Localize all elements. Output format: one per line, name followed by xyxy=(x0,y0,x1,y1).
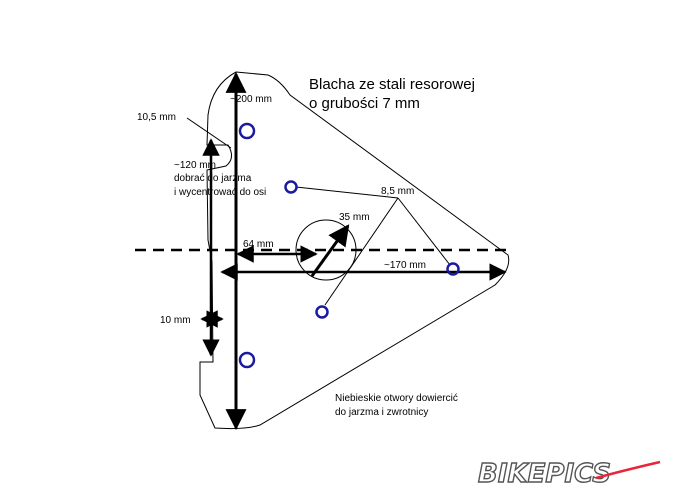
label-height-200: ~200 mm xyxy=(230,94,272,105)
label-dim-10: 10 mm xyxy=(160,315,191,326)
label-fit-note-1: dobrać do jarzma xyxy=(174,173,252,184)
label-dim-170: ~170 mm xyxy=(384,260,426,271)
title-line-1: Blacha ze stali resorowej xyxy=(309,76,475,93)
leader-hole-top xyxy=(295,186,399,199)
leader-notch xyxy=(186,117,232,149)
radius-35-arrow xyxy=(310,224,350,277)
hole-bottom-icon xyxy=(238,351,256,369)
title-line-2: o grubości 7 mm xyxy=(309,95,420,112)
label-hole-8-5: 8,5 mm xyxy=(381,186,414,197)
leader-hole-bottom xyxy=(324,197,399,306)
leader-hole-right xyxy=(397,197,451,266)
label-dim-64: 64 mm xyxy=(243,239,274,250)
hole-lower-middle-icon xyxy=(315,305,329,319)
hole-upper-middle-icon xyxy=(284,180,298,194)
hole-right-icon xyxy=(446,262,460,276)
label-holes-note-1: Niebieskie otwory dowiercić xyxy=(335,393,458,404)
label-holes-note-2: do jarzma i zwrotnicy xyxy=(335,407,428,418)
label-radius-35: 35 mm xyxy=(339,212,370,223)
bikepics-logo: BIKEPICS xyxy=(477,458,661,490)
bikepics-logo-text: BIKEPICS xyxy=(478,459,611,489)
bikepics-swoosh-icon xyxy=(595,460,661,480)
plate-outline xyxy=(199,71,510,430)
label-dim-120: ~120 mm xyxy=(174,160,216,171)
radius-circle xyxy=(295,219,357,281)
label-fit-note-2: i wycentrować do osi xyxy=(174,187,266,198)
hole-top-icon xyxy=(238,122,256,140)
label-notch-10-5: 10,5 mm xyxy=(137,112,176,123)
